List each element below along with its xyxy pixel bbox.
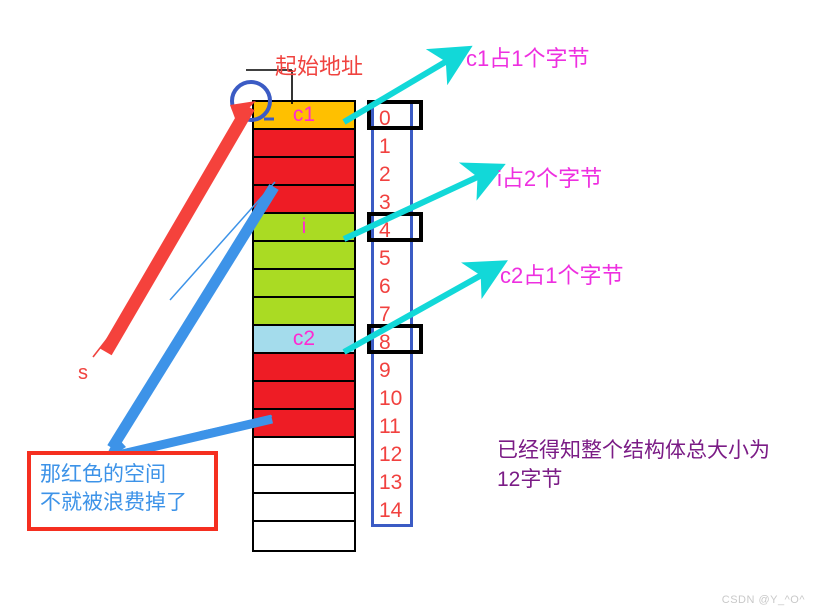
- red-pointer-arrow: [100, 101, 256, 356]
- memory-cell-label: c1: [292, 102, 316, 126]
- byte-index-cell: 5: [374, 244, 410, 272]
- memory-cell: [254, 382, 354, 410]
- byte-index-number: 9: [379, 358, 391, 382]
- start-address-label: 起始地址: [275, 54, 364, 79]
- byte-index-number: 13: [379, 470, 403, 494]
- memory-cell: [254, 410, 354, 438]
- memory-cell: [254, 270, 354, 298]
- memory-cell: [254, 130, 354, 158]
- pointer-label-s: s: [78, 362, 88, 384]
- cyan-arrow-i: [342, 162, 506, 242]
- byte-index-number: 2: [379, 162, 391, 186]
- memory-cell-label: i: [301, 214, 307, 238]
- byte-index-number: 0: [379, 106, 391, 130]
- blue-waste-arrow: [103, 184, 279, 462]
- waste-callout-box: 那红色的空间 不就被浪费掉了: [27, 451, 218, 531]
- byte-index-cell: 9: [374, 356, 410, 384]
- byte-index-cell: 4: [374, 216, 410, 244]
- memory-cell: [254, 438, 354, 466]
- memory-cell: c1: [254, 102, 354, 130]
- byte-index-number: 6: [379, 274, 391, 298]
- byte-index-cell: 3: [374, 188, 410, 216]
- cyan-arrow-c2: [342, 260, 508, 355]
- byte-index-cell: 10: [374, 384, 410, 412]
- byte-index-cell: 8: [374, 328, 410, 356]
- memory-cell: [254, 158, 354, 186]
- memory-cell: [254, 522, 354, 550]
- byte-index-cell: 11: [374, 412, 410, 440]
- memory-cell: [254, 298, 354, 326]
- note-c1-size: c1占1个字节: [466, 46, 590, 71]
- byte-index-number: 5: [379, 246, 391, 270]
- byte-index-number: 8: [379, 330, 391, 354]
- byte-index-cell: 14: [374, 496, 410, 524]
- csdn-watermark: CSDN @Y_^O^: [721, 594, 805, 606]
- memory-grid: c1 i c2: [252, 100, 356, 552]
- memory-cell: [254, 354, 354, 382]
- byte-index-number: 12: [379, 442, 403, 466]
- byte-index-number: 11: [379, 414, 401, 438]
- note-i-size: i占2个字节: [497, 166, 603, 191]
- waste-callout-text: 那红色的空间 不就被浪费掉了: [40, 463, 187, 514]
- byte-index-number: 1: [379, 134, 391, 158]
- byte-index-number: 4: [379, 218, 391, 242]
- byte-index-cell: 0: [374, 104, 410, 132]
- memory-cell: [254, 466, 354, 494]
- memory-cell: [254, 242, 354, 270]
- byte-index-cell: 7: [374, 300, 410, 328]
- note-c2-size: c2占1个字节: [500, 263, 624, 288]
- memory-cell: [254, 186, 354, 214]
- byte-index-cell: 1: [374, 132, 410, 160]
- byte-index-cell: 2: [374, 160, 410, 188]
- memory-cell: [254, 494, 354, 522]
- memory-cell-label: c2: [292, 326, 316, 350]
- s-leader-line: [92, 324, 119, 358]
- byte-index-cell: 6: [374, 272, 410, 300]
- memory-cell: c2: [254, 326, 354, 354]
- byte-index-number: 3: [379, 190, 391, 214]
- byte-index-number: 14: [379, 498, 403, 522]
- memory-cell: i: [254, 214, 354, 242]
- byte-index-number: 10: [379, 386, 403, 410]
- byte-index-cell: 12: [374, 440, 410, 468]
- note-total-size: 已经得知整个结构体总大小为 12字节: [497, 439, 770, 491]
- byte-index-cell: 13: [374, 468, 410, 496]
- byte-index-number: 7: [379, 302, 391, 326]
